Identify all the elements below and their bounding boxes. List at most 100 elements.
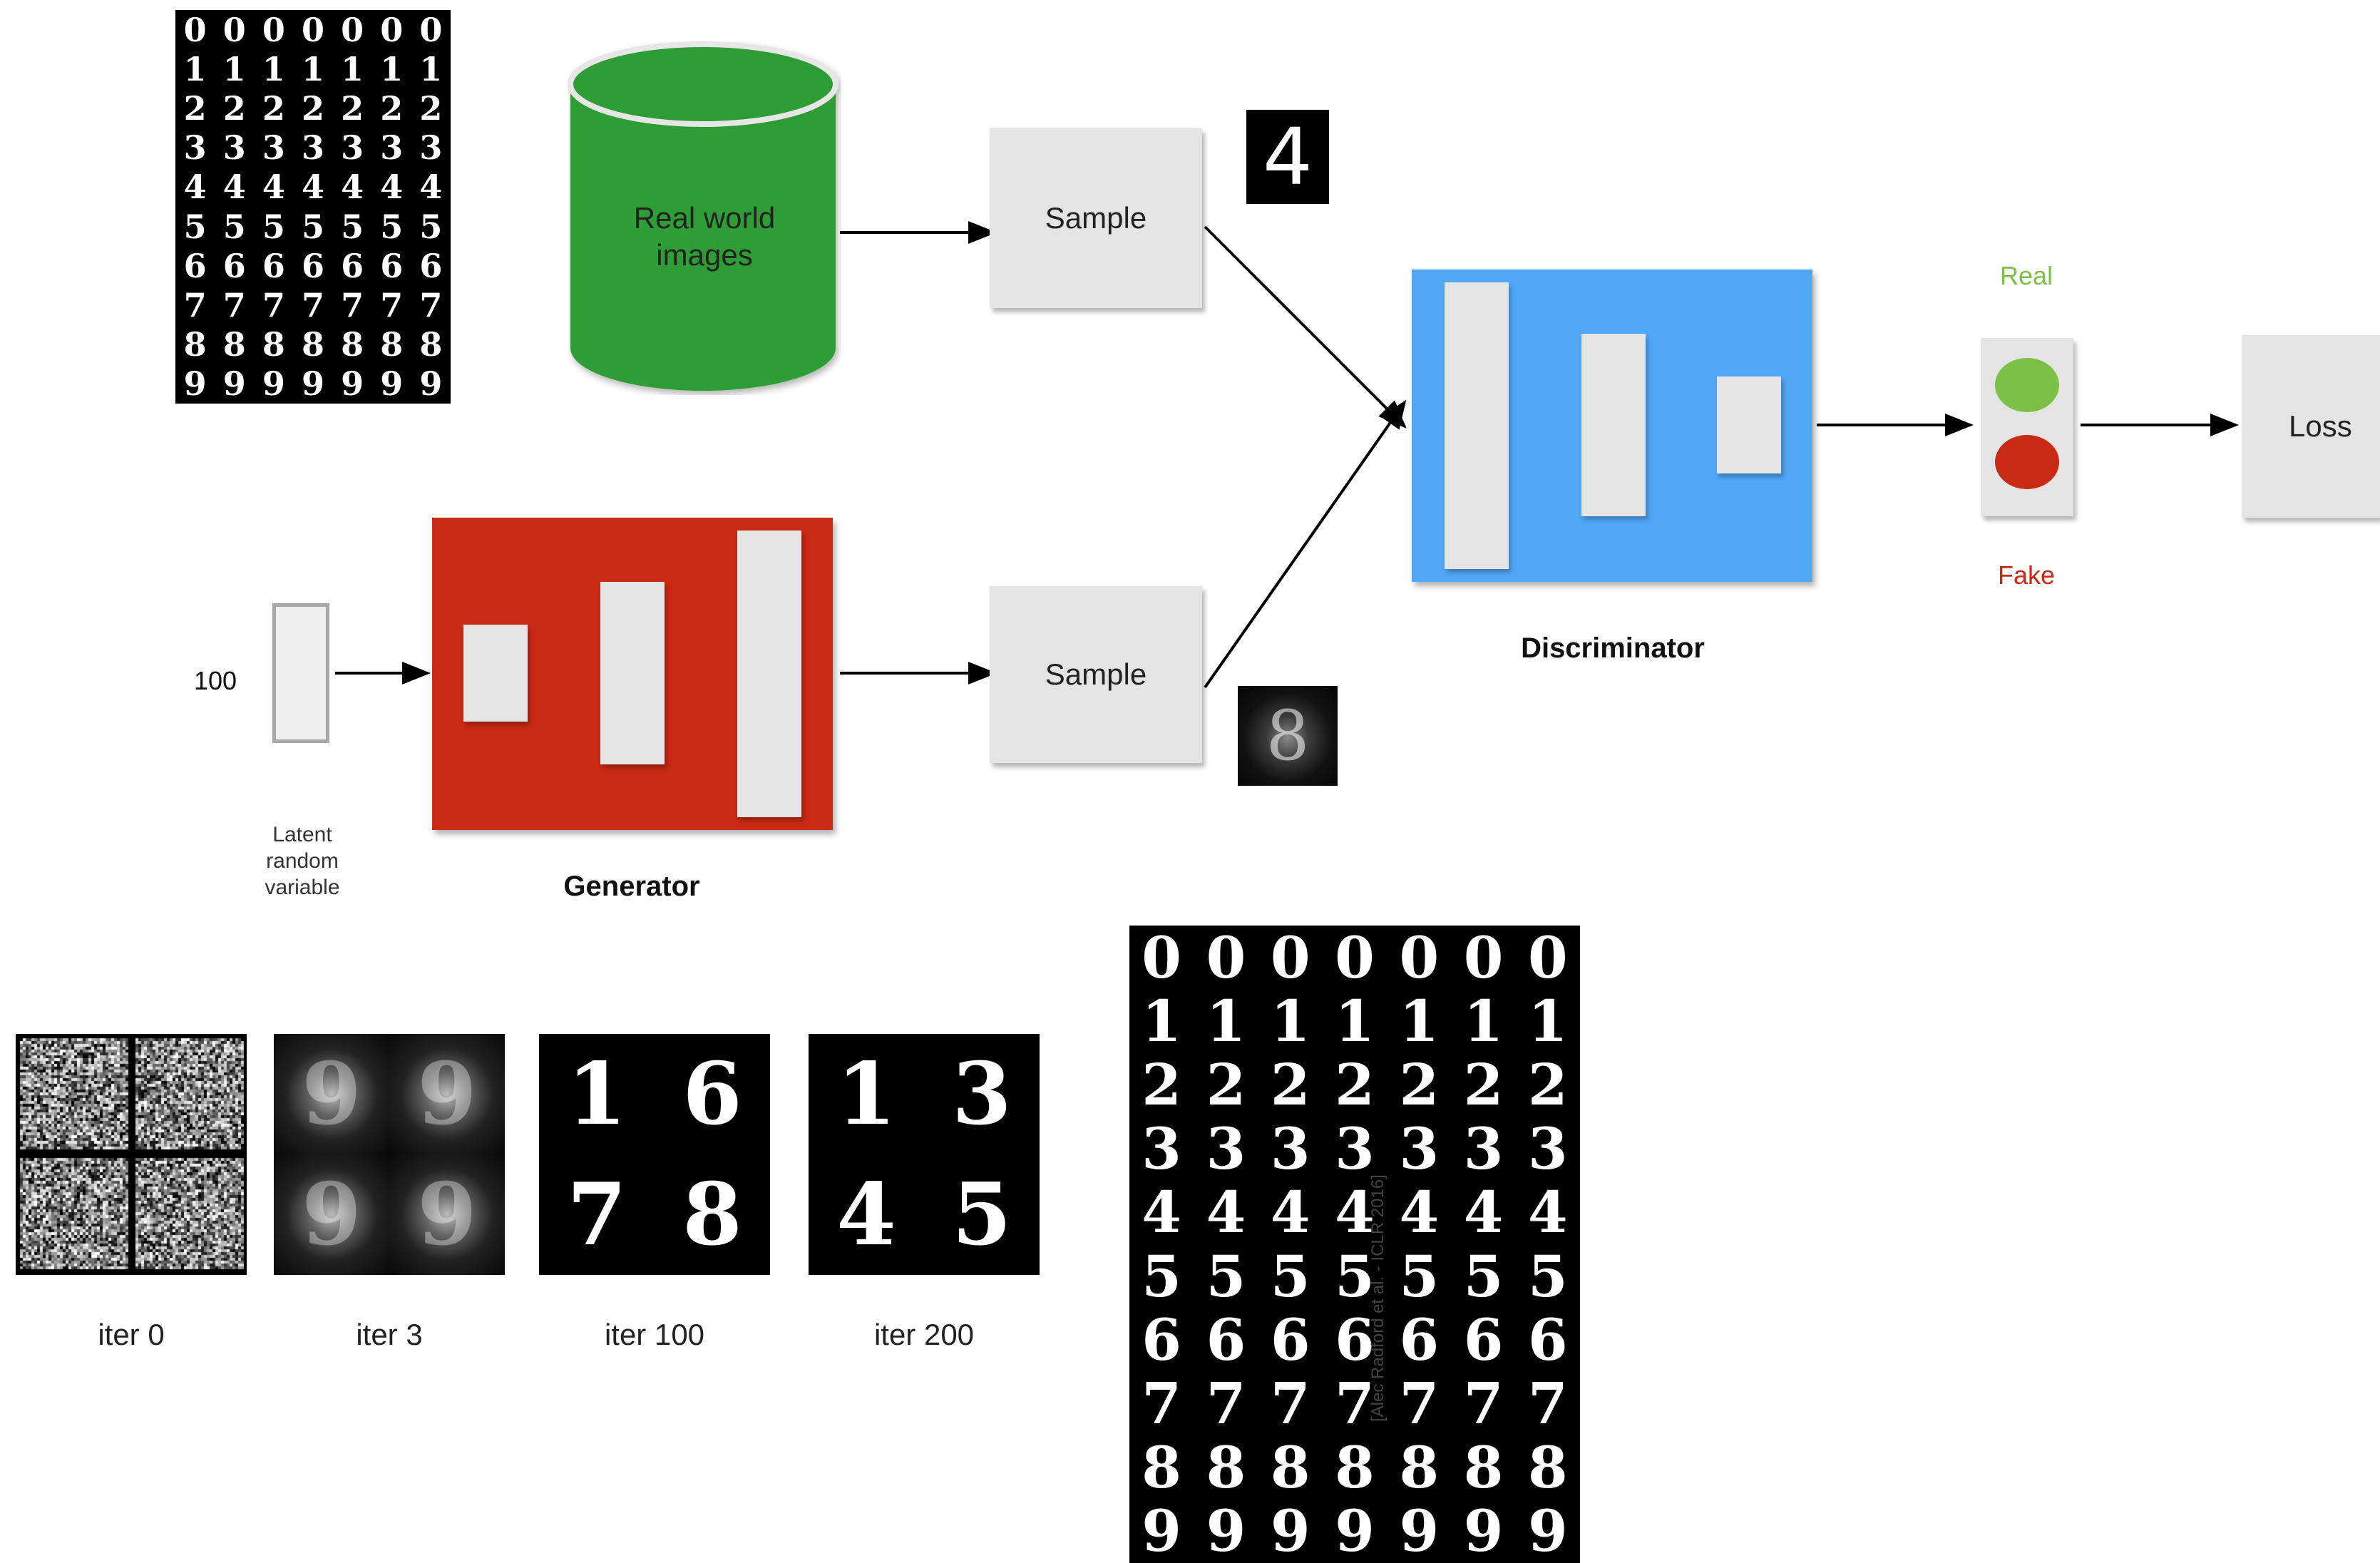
iteration-label: iter 3 [356, 1318, 423, 1351]
digit-cell: 5 [262, 207, 285, 246]
digit-cell: 7 [1206, 1370, 1246, 1438]
digit-cell: 8 [1528, 1433, 1568, 1501]
digit-cell: 3 [1142, 1114, 1181, 1182]
digit-cell: 0 [1463, 926, 1504, 991]
generator-layer-2 [600, 582, 665, 764]
latent-vector [272, 603, 329, 743]
fake-indicator [1995, 435, 2059, 489]
latent-dim-label: 100 [193, 666, 237, 695]
digit-cell: 4 [1206, 1179, 1246, 1246]
digit-cell: 9 [1463, 1497, 1504, 1563]
generator-layer-1 [463, 625, 528, 722]
digit-cell: 3 [301, 128, 324, 168]
digit-cell: 6 [341, 246, 364, 285]
sample-box-real-label: Sample [1045, 201, 1147, 235]
digit-cell: 8 [1206, 1433, 1246, 1501]
digit-cell: 7 [1270, 1370, 1310, 1438]
digit-cell: 1 [419, 49, 443, 88]
digit-cell: 8 [222, 325, 246, 364]
digit-cell: 6 [1270, 1306, 1310, 1374]
digit-cell: 5 [183, 207, 207, 246]
digit-cell: 7 [1142, 1370, 1181, 1438]
digit-cell: 1 [1206, 988, 1246, 1055]
discriminator-layer-3 [1717, 376, 1781, 473]
digit-cell: 6 [1142, 1306, 1181, 1374]
digit-cell: 4 [1463, 1179, 1504, 1246]
digit-cell: 1 [183, 49, 207, 88]
real-indicator [1995, 358, 2059, 412]
digit-cell: 9 [1399, 1497, 1440, 1563]
latent-caption: Latent random variable [265, 823, 340, 899]
digit-cell: 3 [341, 128, 364, 168]
iteration-digit: 8 [682, 1164, 742, 1265]
digit-cell: 3 [1463, 1114, 1504, 1182]
database-label: Real world images [633, 201, 776, 272]
digit-cell: 1 [301, 49, 324, 88]
digit-cell: 6 [222, 246, 246, 285]
digit-cell: 3 [1206, 1114, 1246, 1182]
digit-cell: 9 [1270, 1497, 1310, 1563]
digit-cell: 1 [380, 49, 404, 88]
digit-cell: 2 [341, 88, 364, 128]
digit-cell: 5 [1206, 1242, 1246, 1310]
real-sample-image: 4 [1246, 110, 1329, 204]
digit-cell: 2 [419, 88, 443, 128]
digit-cell: 2 [1528, 1051, 1568, 1119]
digit-cell: 5 [1399, 1242, 1440, 1310]
digit-cell: 4 [1142, 1179, 1181, 1246]
digit-cell: 3 [419, 128, 443, 168]
digit-cell: 4 [183, 168, 207, 207]
digit-cell: 6 [1399, 1306, 1440, 1374]
digit-cell: 5 [222, 207, 246, 246]
digit-cell: 9 [301, 364, 324, 404]
digit-cell: 0 [183, 10, 207, 49]
digit-cell: 4 [301, 168, 324, 207]
real-label: Real [1999, 261, 2053, 290]
digit-cell: 8 [183, 325, 207, 364]
citation: [Alec Radford et al. - ICLR 2016] [1368, 1174, 1388, 1422]
digit-cell: 7 [341, 285, 364, 324]
digit-cell: 6 [1335, 1306, 1375, 1374]
digit-cell: 1 [1335, 988, 1375, 1055]
digit-cell: 9 [1142, 1497, 1181, 1563]
loss-label: Loss [2289, 409, 2352, 443]
digit-cell: 1 [1463, 988, 1504, 1055]
digit-cell: 5 [419, 207, 443, 246]
generator-title: Generator [563, 871, 700, 902]
digit-cell: 8 [419, 325, 443, 364]
digit-cell: 5 [380, 207, 404, 246]
digit-cell: 0 [262, 10, 285, 49]
digit-cell: 0 [1528, 926, 1568, 991]
noise-canvas [16, 1034, 247, 1275]
digit-cell: 4 [1399, 1179, 1440, 1246]
digit-cell: 7 [1463, 1370, 1504, 1438]
digit-cell: 0 [1270, 926, 1310, 991]
iteration-label: iter 0 [98, 1318, 165, 1351]
digit-cell: 3 [1528, 1114, 1568, 1182]
digit-cell: 1 [1399, 988, 1440, 1055]
digit-cell: 6 [380, 246, 404, 285]
digit-cell: 0 [341, 10, 364, 49]
digit-cell: 0 [1142, 926, 1181, 991]
digit-cell: 0 [1399, 926, 1440, 991]
digit-cell: 9 [1335, 1497, 1375, 1563]
digit-cell: 9 [183, 364, 207, 404]
digit-cell: 4 [1335, 1179, 1375, 1246]
digit-cell: 2 [1206, 1051, 1246, 1119]
arrow-sample-bottom-to-discriminator [1204, 399, 1407, 689]
digit-cell: 2 [380, 88, 404, 128]
digit-cell: 6 [262, 246, 285, 285]
digit-cell: 6 [419, 246, 443, 285]
digit-cell: 8 [301, 325, 324, 364]
digit-cell: 9 [222, 364, 246, 404]
discriminator-title: Discriminator [1521, 632, 1705, 664]
digit-cell: 8 [341, 325, 364, 364]
digit-cell: 9 [341, 364, 364, 404]
digit-cell: 5 [1142, 1242, 1181, 1310]
real-sample-digit: 4 [1263, 111, 1313, 203]
